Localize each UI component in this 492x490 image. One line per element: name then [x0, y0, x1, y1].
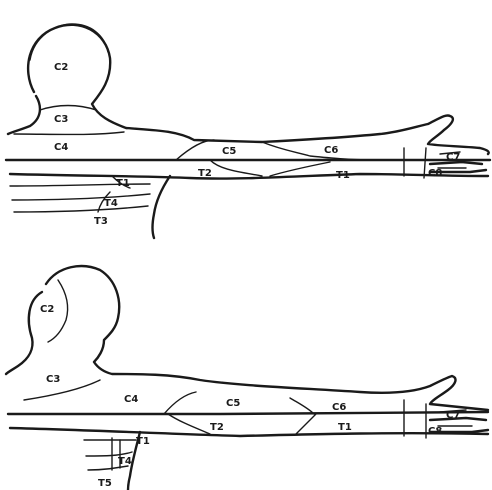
top-label-c7: C7	[446, 152, 460, 163]
top-label-t3: T3	[94, 216, 108, 227]
bottom-c6-boundary	[290, 398, 316, 434]
bottom-label-t5: T5	[98, 478, 112, 489]
top-labels: C2 C3 C4 C5 C6 T1 C7 C8 T2 T1 T4 T3	[54, 62, 460, 227]
bottom-label-c7: C7	[446, 410, 460, 421]
top-c3-boundary	[40, 106, 96, 111]
bottom-label-c2: C2	[40, 304, 54, 315]
bottom-label-c6: C6	[332, 402, 346, 413]
bottom-label-c4: C4	[124, 394, 138, 405]
top-c5-boundary	[176, 140, 262, 176]
top-head-outline	[28, 25, 489, 154]
bottom-arm-lower-line	[10, 428, 488, 436]
bottom-head-outline	[46, 266, 488, 410]
bottom-label-c5: C5	[226, 398, 240, 409]
top-label-t2: T2	[198, 168, 212, 179]
bottom-label-c8: C8	[428, 426, 442, 437]
bottom-label-t4: T4	[118, 456, 132, 467]
bottom-neck-back	[6, 292, 42, 374]
top-label-t4: T4	[104, 198, 118, 209]
bottom-c3-boundary	[24, 380, 100, 400]
bottom-label-c3: C3	[46, 374, 60, 385]
top-label-c8: C8	[428, 168, 442, 179]
top-label-c3: C3	[54, 114, 68, 125]
bottom-figure	[6, 266, 488, 490]
top-label-c2: C2	[54, 62, 68, 73]
top-label-c4: C4	[54, 142, 68, 153]
bottom-labels: C2 C3 C4 C5 C6 T2 T1 C7 C8 T1 T4 T5	[40, 304, 460, 489]
top-label-t1: T1	[336, 170, 350, 181]
top-label-c6: C6	[324, 145, 338, 156]
top-trunk-side	[153, 176, 171, 238]
top-figure	[6, 24, 490, 238]
bottom-label-t1b: T1	[136, 436, 150, 447]
top-label-t1b: T1	[116, 178, 130, 189]
top-neck-left	[8, 96, 40, 134]
top-hair-line	[30, 24, 108, 60]
top-arm-lower-line	[10, 174, 488, 179]
bottom-label-t2: T2	[210, 422, 224, 433]
bottom-label-t1: T1	[338, 422, 352, 433]
top-label-c5: C5	[222, 146, 236, 157]
bottom-arm-upper-line	[8, 412, 488, 414]
top-c4-boundary	[14, 132, 124, 135]
